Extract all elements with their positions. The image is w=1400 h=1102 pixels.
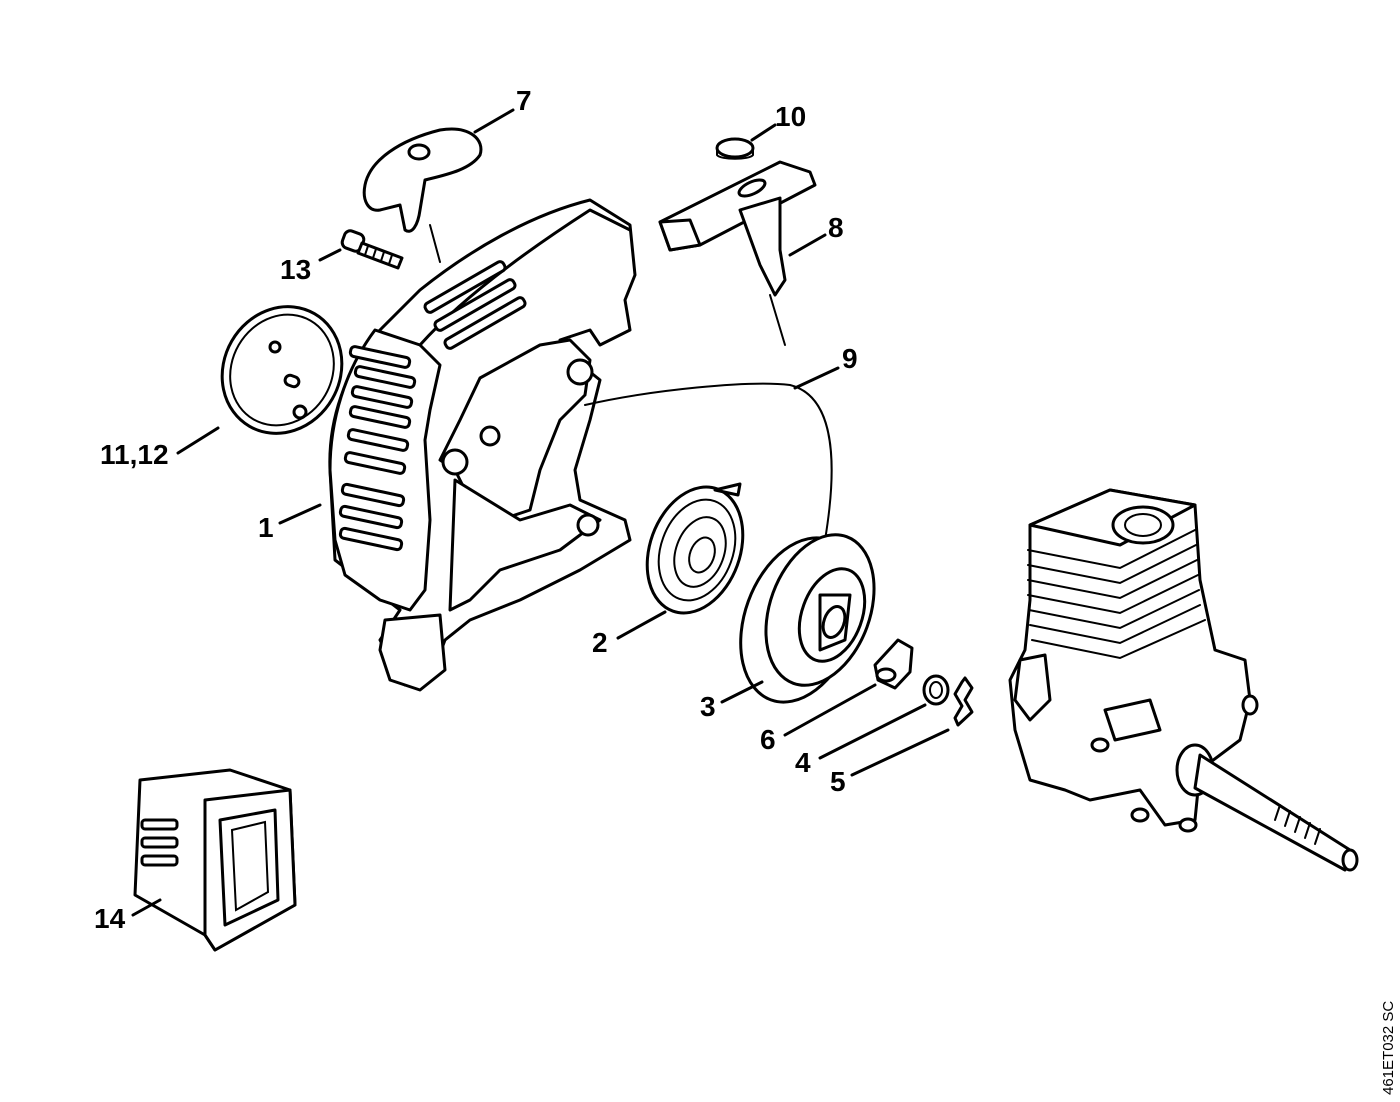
t-handle <box>658 160 817 346</box>
callout-labels: 1 2 3 4 5 6 7 8 9 10 11,12 13 14 <box>94 85 858 934</box>
callout-3: 3 <box>700 691 716 722</box>
leader-10 <box>750 123 777 142</box>
leader-11-12 <box>176 426 220 455</box>
rewind-spring <box>645 482 745 615</box>
screw <box>340 229 404 270</box>
starter-grip <box>362 127 483 263</box>
spring-clip <box>953 676 974 727</box>
cover-plate <box>220 305 344 435</box>
callout-11-12: 11,12 <box>100 439 169 470</box>
callout-1: 1 <box>258 512 274 543</box>
callout-14: 14 <box>94 903 126 934</box>
callout-13: 13 <box>280 254 311 285</box>
leader-1 <box>278 503 322 525</box>
leader-5 <box>850 728 950 777</box>
drawing-code: 461ET032 SC <box>1380 1001 1397 1095</box>
leader-13 <box>318 248 342 262</box>
callout-5: 5 <box>830 766 846 797</box>
housing-vent-slots <box>338 260 527 552</box>
callout-10: 10 <box>775 101 806 132</box>
callout-8: 8 <box>828 212 844 243</box>
muffler-cover <box>133 768 297 952</box>
rope-rotor <box>739 533 876 704</box>
leader-7 <box>473 108 515 134</box>
leader-4 <box>818 703 927 760</box>
callout-2: 2 <box>592 627 608 658</box>
callout-4: 4 <box>795 747 811 778</box>
leader-lines <box>131 108 950 917</box>
callout-6: 6 <box>760 724 776 755</box>
starter-rope <box>584 382 833 541</box>
grip-cap <box>715 137 755 160</box>
engine-assembly <box>1008 488 1359 872</box>
callout-9: 9 <box>842 343 858 374</box>
leader-9 <box>793 366 840 390</box>
washer <box>922 674 950 706</box>
starter-housing <box>328 198 637 692</box>
callout-7: 7 <box>516 85 532 116</box>
leader-8 <box>788 233 827 257</box>
leader-6 <box>783 683 877 737</box>
leader-14 <box>131 898 162 917</box>
pawl <box>873 638 914 690</box>
cooling-fins <box>1027 529 1206 660</box>
leader-3 <box>720 680 764 704</box>
leader-2 <box>616 610 667 640</box>
